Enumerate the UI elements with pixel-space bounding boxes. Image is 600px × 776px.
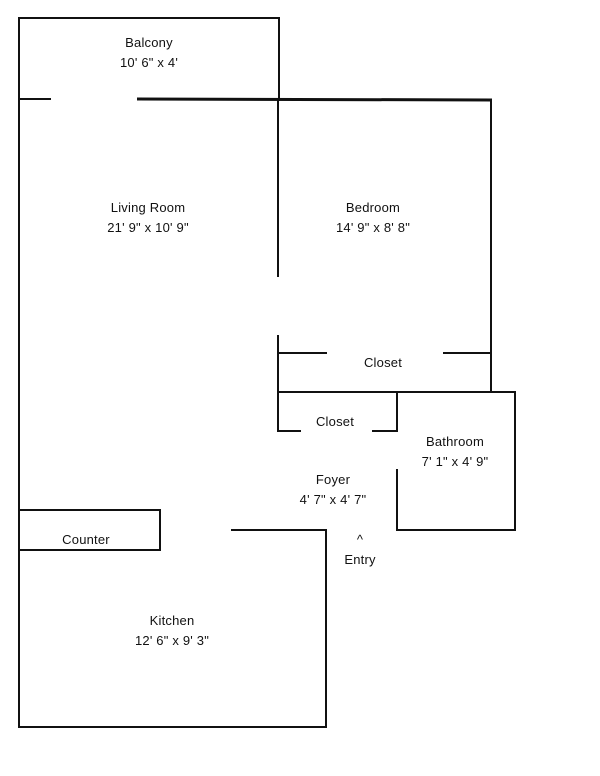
room-dimensions: 10' 6" x 4': [119, 55, 179, 70]
room-name: Kitchen: [149, 613, 195, 628]
entry-arrow-icon: ^: [356, 532, 364, 547]
room-label-bathroom: Bathroom 7' 1" x 4' 9": [422, 432, 489, 472]
room-label-foyer: Foyer 4' 7" x 4' 7": [300, 470, 367, 510]
balcony-rail-right: [136, 97, 493, 102]
room-label-closet-2: Closet: [316, 412, 354, 432]
room-name: Bedroom: [345, 200, 401, 215]
room-label-closet-1: Closet: [364, 353, 402, 373]
room-name: Foyer: [315, 472, 351, 487]
room-name: Living Room: [110, 200, 186, 215]
room-name: Balcony: [125, 35, 173, 50]
room-dimensions: 21' 9" x 10' 9": [107, 220, 189, 235]
room-label-kitchen: Kitchen 12' 6" x 9' 3": [135, 611, 209, 651]
room-label-counter: Counter: [62, 530, 110, 550]
room-dimensions: 12' 6" x 9' 3": [134, 633, 210, 648]
entry-marker: ^ Entry: [344, 530, 375, 570]
room-name: Counter: [62, 532, 110, 547]
room-label-living-room: Living Room 21' 9" x 10' 9": [107, 198, 189, 238]
entry-label: Entry: [344, 552, 376, 567]
room-name: Bathroom: [426, 434, 484, 449]
room-name: Closet: [363, 355, 403, 370]
room-dimensions: 7' 1" x 4' 9": [421, 454, 489, 469]
room-dimensions: 4' 7" x 4' 7": [299, 492, 367, 507]
room-label-bedroom: Bedroom 14' 9" x 8' 8": [336, 198, 410, 238]
room-name: Closet: [315, 414, 355, 429]
room-label-balcony: Balcony 10' 6" x 4': [120, 33, 178, 73]
room-dimensions: 14' 9" x 8' 8": [335, 220, 411, 235]
